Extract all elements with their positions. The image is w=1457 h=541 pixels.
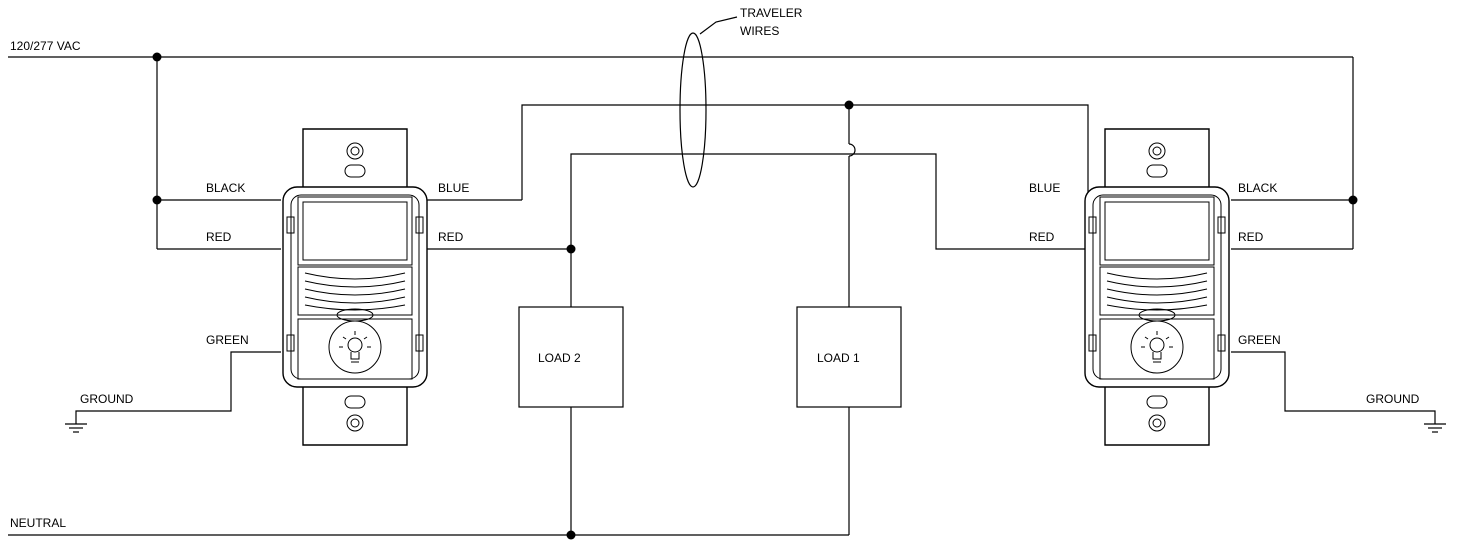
right-blue-in-label: BLUE	[1029, 181, 1060, 195]
left-red-label: RED	[206, 230, 232, 244]
junction-dot	[1348, 195, 1358, 205]
junction-dot	[152, 52, 162, 62]
neutral-label: NEUTRAL	[10, 516, 66, 530]
traveler-leader-line	[699, 16, 738, 35]
left-red-out-label: RED	[438, 230, 464, 244]
left-ground-label: GROUND	[80, 392, 134, 406]
right-red-in-label: RED	[1029, 230, 1055, 244]
left-black-label: BLACK	[206, 181, 245, 195]
traveler-label-line1: TRAVELER	[740, 6, 803, 20]
left-blue-out-label: BLUE	[438, 181, 469, 195]
load-2-label: LOAD 2	[538, 351, 581, 365]
left-occupancy-sensor-switch	[282, 128, 428, 446]
traveler-bundle-ellipse	[679, 32, 707, 188]
right-green-label: GREEN	[1238, 333, 1281, 347]
left-switch-wiring	[75, 199, 571, 424]
right-black-label: BLACK	[1238, 181, 1277, 195]
junction-dots	[152, 52, 1358, 540]
left-ground-symbol	[64, 423, 88, 433]
right-ground-label: GROUND	[1366, 392, 1420, 406]
loads	[518, 249, 902, 535]
junction-dot	[152, 195, 162, 205]
junction-dot	[566, 530, 576, 540]
left-green-label: GREEN	[206, 333, 249, 347]
right-switch-wiring	[1231, 199, 1436, 424]
traveler-wires	[521, 16, 1089, 307]
load-1-label: LOAD 1	[817, 351, 860, 365]
supply-label: 120/277 VAC	[10, 39, 81, 53]
right-red-label: RED	[1238, 230, 1264, 244]
junction-dot	[844, 100, 854, 110]
right-occupancy-sensor-switch	[1084, 128, 1230, 446]
junction-dot	[566, 244, 576, 254]
traveler-label-line2: WIRES	[740, 24, 779, 38]
supply-line	[8, 56, 1354, 249]
right-ground-symbol	[1423, 423, 1447, 433]
